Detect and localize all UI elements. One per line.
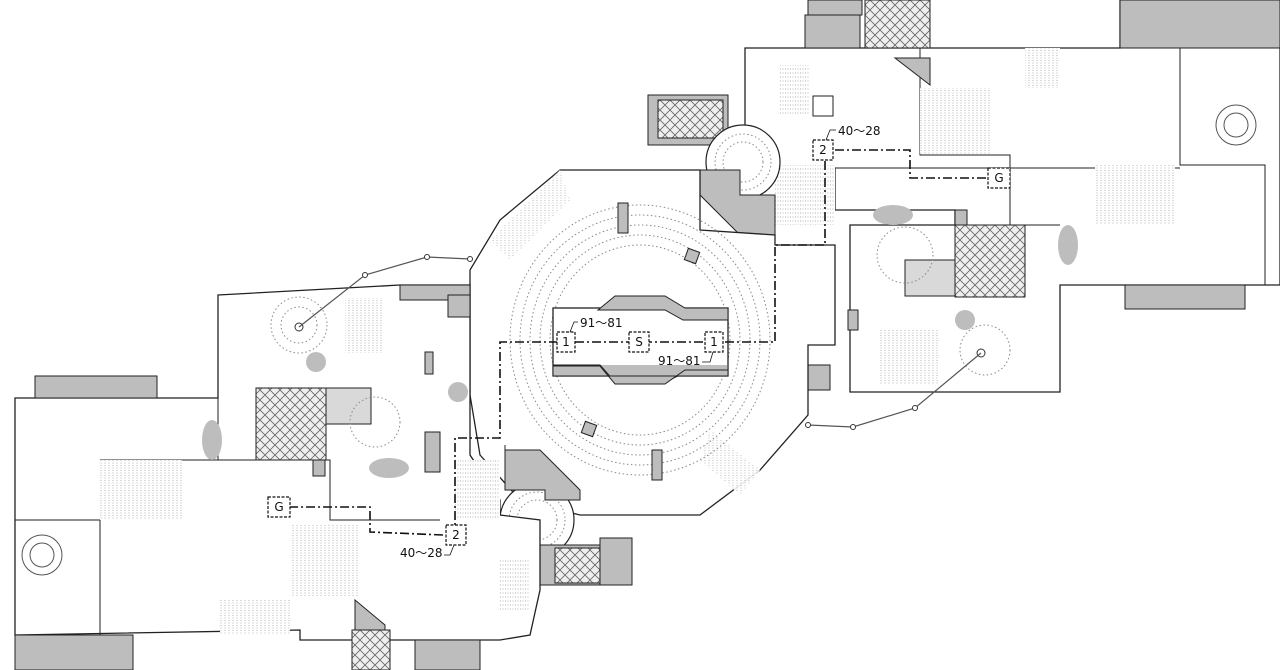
svg-text:91～81: 91～81: [658, 354, 701, 368]
route-node-start: S: [628, 331, 650, 353]
route-node-1-right: 1: [704, 331, 724, 353]
svg-text:2: 2: [819, 143, 827, 157]
svg-text:40～28: 40～28: [838, 124, 881, 138]
route-node-goal-upper: G: [987, 167, 1011, 189]
svg-text:40～28: 40～28: [400, 546, 443, 560]
route-node-goal-lower: G: [267, 496, 291, 518]
route-node-2-lower: 2: [445, 524, 467, 546]
svg-text:1: 1: [710, 335, 718, 349]
range-label-center-upper: 91～81: [569, 316, 623, 333]
rope-barriers: [298, 254, 982, 430]
svg-text:G: G: [274, 500, 283, 514]
range-label-wing-lower: 40～28: [400, 544, 455, 560]
svg-text:91～81: 91～81: [580, 316, 623, 330]
route-node-2-upper: 2: [812, 139, 834, 161]
top-right-wing: [647, 0, 1280, 393]
range-label-center-lower: 91～81: [658, 351, 714, 368]
svg-text:1: 1: [562, 335, 570, 349]
route-node-1-left: 1: [556, 331, 576, 353]
range-label-wing-upper: 40～28: [825, 124, 881, 141]
svg-text:2: 2: [452, 528, 460, 542]
svg-text:S: S: [635, 335, 643, 349]
svg-text:G: G: [994, 171, 1003, 185]
left-wing: [14, 284, 633, 670]
